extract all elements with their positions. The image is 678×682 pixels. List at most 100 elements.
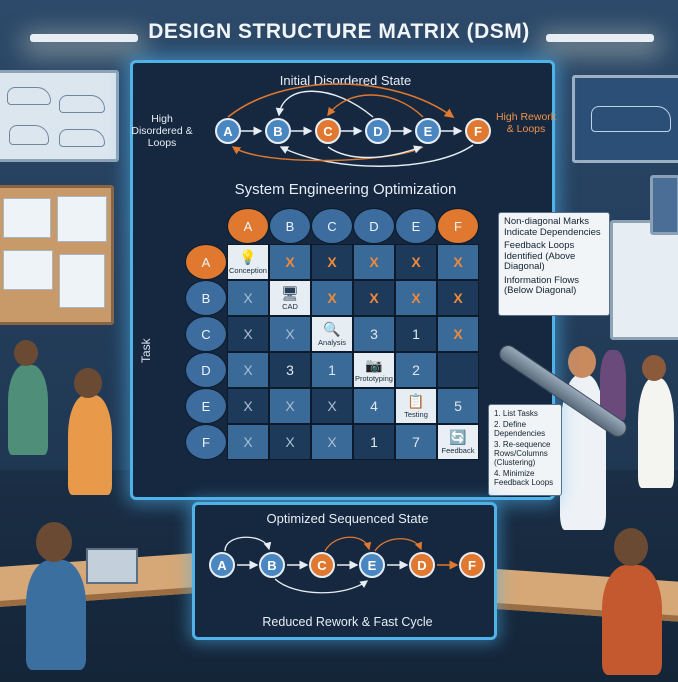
matrix-cell-value: X: [243, 434, 253, 450]
matrix-row-header: D: [185, 352, 227, 388]
laptop-left: [86, 548, 138, 584]
matrix-cell: X: [311, 388, 353, 424]
task-label: Conception: [229, 265, 267, 275]
dsm-panel: Initial Disordered State High Disordered…: [130, 60, 556, 500]
matrix-cell: X: [311, 280, 353, 316]
initial-node: A: [215, 118, 241, 144]
gantt-board-right: [610, 220, 678, 340]
person-head: [614, 528, 648, 566]
matrix-corner: [185, 208, 227, 244]
system-optimization-title: System Engineering Optimization: [234, 181, 457, 198]
matrix-cell: X: [395, 244, 437, 280]
steps-callout: 1. List Tasks 2. Define Dependencies 3. …: [488, 404, 562, 496]
initial-node: C: [315, 118, 341, 144]
matrix-cell: X: [227, 352, 269, 388]
step-item: 2. Define Dependencies: [494, 420, 546, 438]
task-label: Analysis: [318, 337, 346, 347]
feedback-loop-arrow: [227, 83, 455, 118]
initial-node: F: [465, 118, 491, 144]
matrix-row-header: C: [185, 316, 227, 352]
matrix-column-header: F: [437, 208, 479, 244]
car-sketch: [59, 95, 105, 113]
person-seated-right: [602, 565, 662, 675]
matrix-cell: 1: [353, 424, 395, 460]
optimized-node: C: [309, 552, 335, 578]
task-label: CAD: [282, 301, 298, 311]
pinned-chart: [59, 254, 105, 308]
matrix-cell-value: X: [327, 254, 337, 270]
matrix-column-header: E: [395, 208, 437, 244]
feedback-loop-arrow: [327, 94, 424, 118]
car-sketch-board-left: [0, 70, 119, 162]
initial-node: D: [365, 118, 391, 144]
matrix-cell-value: 4: [370, 398, 378, 414]
optimized-node: D: [409, 552, 435, 578]
matrix-cell: 3: [353, 316, 395, 352]
pin-board-left: [0, 185, 114, 325]
person-head: [568, 346, 596, 378]
person-standing-right: [638, 378, 674, 488]
optimized-flow-arrows: [224, 536, 459, 594]
optimized-panel: Optimized Sequenced State A B C E D F Re…: [192, 502, 497, 640]
matrix-cell-value: X: [453, 326, 463, 342]
initial-node: B: [265, 118, 291, 144]
matrix-cell-value: X: [369, 254, 379, 270]
person-head: [642, 355, 666, 381]
matrix-cell: X: [437, 244, 479, 280]
matrix-cell: X: [395, 280, 437, 316]
matrix-cell: X: [269, 244, 311, 280]
car-sketch: [7, 87, 51, 105]
matrix-cell-value: X: [285, 326, 295, 342]
ceiling-lamp-right: [546, 34, 654, 42]
matrix-cell-value: X: [327, 290, 337, 306]
matrix-cell: X: [227, 388, 269, 424]
matrix-cell: X: [269, 316, 311, 352]
step-item: 4. Minimize Feedback Loops: [494, 469, 554, 487]
matrix-cell-value: 3: [286, 362, 294, 378]
matrix-cell-value: X: [243, 362, 253, 378]
matrix-diagonal-cell: 💡Conception: [227, 244, 269, 280]
pinned-sketch: [57, 196, 107, 242]
matrix-cell: 3: [269, 352, 311, 388]
blueprint-board-right: [572, 75, 678, 163]
car-sketch: [59, 129, 105, 147]
flow-arrow: [224, 536, 272, 552]
car-blueprint: [591, 106, 671, 132]
feedback-loop-arrow: [275, 90, 374, 118]
matrix-cell-value: X: [243, 290, 253, 306]
matrix-diagonal-cell: 📋Testing: [395, 388, 437, 424]
matrix-row-header: F: [185, 424, 227, 460]
matrix-diagonal-cell: 📷Prototyping: [353, 352, 395, 388]
matrix-cell-value: X: [453, 290, 463, 306]
flow-arrow: [374, 538, 423, 552]
callout-line: Information Flows (Below Diagonal): [504, 274, 579, 296]
callout-line: Non-diagonal Marks Indicate Dependencies: [504, 216, 601, 238]
page-title: DESIGN STRUCTURE MATRIX (DSM): [148, 20, 530, 43]
task-label: Testing: [404, 409, 428, 419]
matrix-column-header: B: [269, 208, 311, 244]
optimized-state-title: Optimized Sequenced State: [266, 511, 429, 526]
matrix-cell-value: 3: [370, 326, 378, 342]
matrix-cell: 7: [395, 424, 437, 460]
pinned-sketch: [3, 198, 51, 238]
matrix-cell: X: [353, 280, 395, 316]
matrix-row-header: A: [185, 244, 227, 280]
optimized-node: B: [259, 552, 285, 578]
matrix-cell: 1: [311, 352, 353, 388]
matrix-cell: X: [311, 424, 353, 460]
step-item: 3. Re-sequence Rows/Columns (Clustering): [494, 440, 551, 467]
ceiling-lamp-left: [30, 34, 138, 42]
optimized-node: A: [209, 552, 235, 578]
initial-node: E: [415, 118, 441, 144]
matrix-cell: X: [227, 424, 269, 460]
feedback-loop-arrow: [231, 146, 424, 162]
flow-arrow: [274, 578, 369, 594]
matrix-column-header: D: [353, 208, 395, 244]
matrix-cell-value: X: [411, 254, 421, 270]
matrix-cell: X: [227, 280, 269, 316]
task-icon: 💡: [239, 248, 257, 265]
person-standing-left: [8, 365, 48, 455]
blueprint-board-small: [650, 175, 678, 235]
matrix-row-header: E: [185, 388, 227, 424]
task-label: Prototyping: [355, 373, 393, 383]
